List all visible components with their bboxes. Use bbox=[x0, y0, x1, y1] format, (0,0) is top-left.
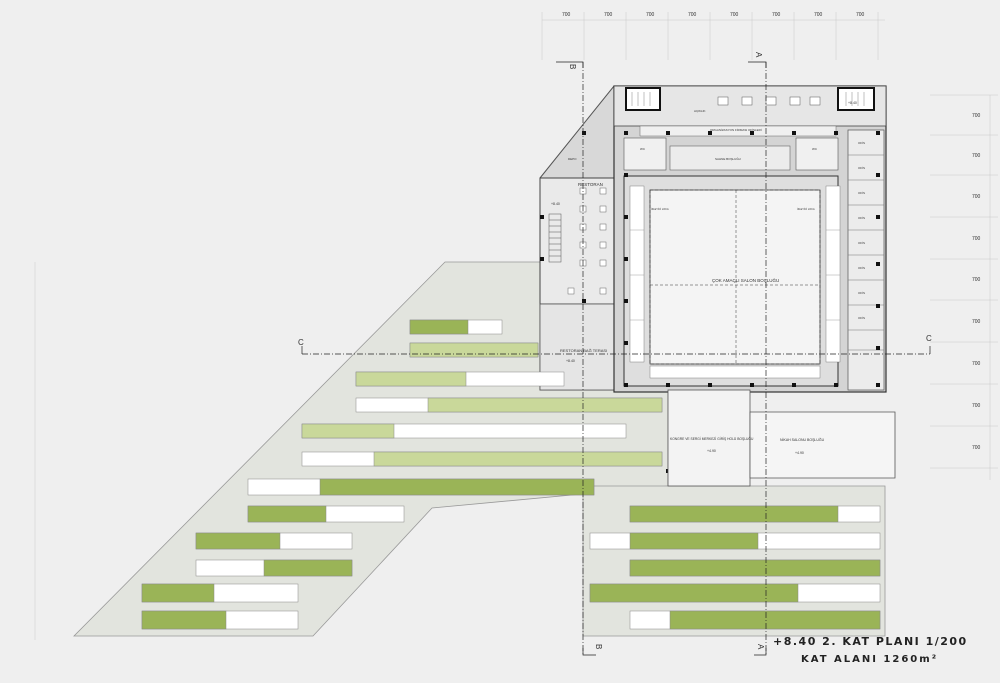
section-lines bbox=[302, 62, 930, 655]
congress-entrance-label: KONGRE VE SERGİ MERKEZİ GİRİŞ HOLÜ BOŞLU… bbox=[670, 436, 754, 441]
dim-label-top-2: 700 bbox=[604, 12, 613, 18]
stage-void bbox=[669, 145, 791, 171]
multipurpose-hall-label: ÇOK AMAÇLI SALON BOŞLUĞU bbox=[712, 277, 779, 283]
section-b-top-label: B bbox=[568, 64, 577, 69]
office-label-4: OFİS bbox=[858, 215, 865, 220]
dim-label-top-8: 700 bbox=[856, 12, 865, 18]
elevation-restaurant: +8.40 bbox=[551, 202, 560, 206]
office-label-1: OFİS bbox=[858, 140, 865, 145]
foyer-label: AÇIKLIK bbox=[694, 109, 706, 113]
restaurant-room bbox=[539, 177, 629, 305]
wedding-hall bbox=[749, 411, 896, 479]
top-office-furniture bbox=[717, 96, 821, 106]
landscape-bars bbox=[141, 319, 881, 630]
dim-label-right-2: 700 bbox=[972, 153, 981, 159]
office-column bbox=[847, 129, 885, 391]
section-a-top-label: A bbox=[754, 52, 763, 58]
dim-label-right-9: 700 bbox=[972, 445, 981, 451]
floor-area-label: KAT ALANI 1260m² bbox=[801, 654, 939, 665]
dim-label-right-3: 700 bbox=[972, 194, 981, 200]
office-label-5: OFİS bbox=[858, 240, 865, 245]
office-label-6: OFİS bbox=[858, 265, 865, 270]
plan-title-block: +8.40 2. KAT PLANI 1/200 KAT ALANI 1260m… bbox=[773, 635, 968, 665]
office-label-8: OFİS bbox=[858, 315, 865, 320]
wedding-hall-label: NİKAH SALONU BOŞLUĞU bbox=[780, 437, 825, 442]
restaurant-stair bbox=[548, 213, 562, 263]
dim-label-right-6: 700 bbox=[972, 319, 981, 325]
storage-label: DEPO bbox=[568, 157, 577, 161]
elevation-wedding: +4.90 bbox=[795, 451, 804, 455]
stair-core-right bbox=[837, 87, 875, 111]
dim-label-top-7: 700 bbox=[814, 12, 823, 18]
dim-label-right-5: 700 bbox=[972, 277, 981, 283]
elevation-main: +8.40 bbox=[848, 101, 857, 105]
dim-label-top-4: 700 bbox=[688, 12, 697, 18]
wc-right bbox=[795, 137, 839, 171]
dim-label-top-1: 700 bbox=[562, 12, 571, 18]
dim-label-right-4: 700 bbox=[972, 236, 981, 242]
restaurant-label: RESTORAN bbox=[578, 182, 603, 187]
dim-label-top-3: 700 bbox=[646, 12, 655, 18]
section-markers bbox=[301, 61, 931, 656]
office-label-2: OFİS bbox=[858, 165, 865, 170]
right-dimension-grid bbox=[930, 94, 998, 480]
section-c-left-label: C bbox=[298, 338, 304, 347]
plan-title: +8.40 2. KAT PLANI 1/200 bbox=[773, 635, 968, 648]
restaurant-terrace-label: RESTORAN BAĞ TERASI bbox=[560, 348, 607, 353]
wc-label-left: WC bbox=[640, 147, 646, 151]
section-a-bottom-label: A bbox=[756, 644, 765, 650]
multipurpose-hall-void bbox=[649, 189, 821, 365]
dim-label-right-8: 700 bbox=[972, 403, 981, 409]
stair-core-left bbox=[625, 87, 661, 111]
section-b-bottom-label: B bbox=[594, 644, 603, 649]
box-label-left: İZLEYİCİ LOCA bbox=[651, 208, 669, 211]
wc-left bbox=[623, 137, 667, 171]
section-c-right-label: C bbox=[926, 334, 932, 343]
office-label-7: OFİS bbox=[858, 290, 865, 295]
dim-label-top-6: 700 bbox=[772, 12, 781, 18]
stage-void-label: SAHNE BOŞLUĞU bbox=[715, 156, 741, 161]
office-label-3: OFİS bbox=[858, 190, 865, 195]
dim-label-right-1: 700 bbox=[972, 113, 981, 119]
dim-label-right-7: 700 bbox=[972, 361, 981, 367]
elevation-congress: +4.90 bbox=[707, 449, 716, 453]
top-dimension-grid bbox=[541, 12, 885, 60]
hall-inner-dash bbox=[649, 189, 821, 365]
wc-label-right: WC bbox=[812, 147, 818, 151]
elevation-terrace: +8.40 bbox=[566, 359, 575, 363]
gallery-label: ORGANİZASYON FİRMASI OFİSLERİ bbox=[710, 127, 762, 132]
box-label-right: İZLEYİCİ LOCA bbox=[797, 208, 815, 211]
dim-label-top-5: 700 bbox=[730, 12, 739, 18]
